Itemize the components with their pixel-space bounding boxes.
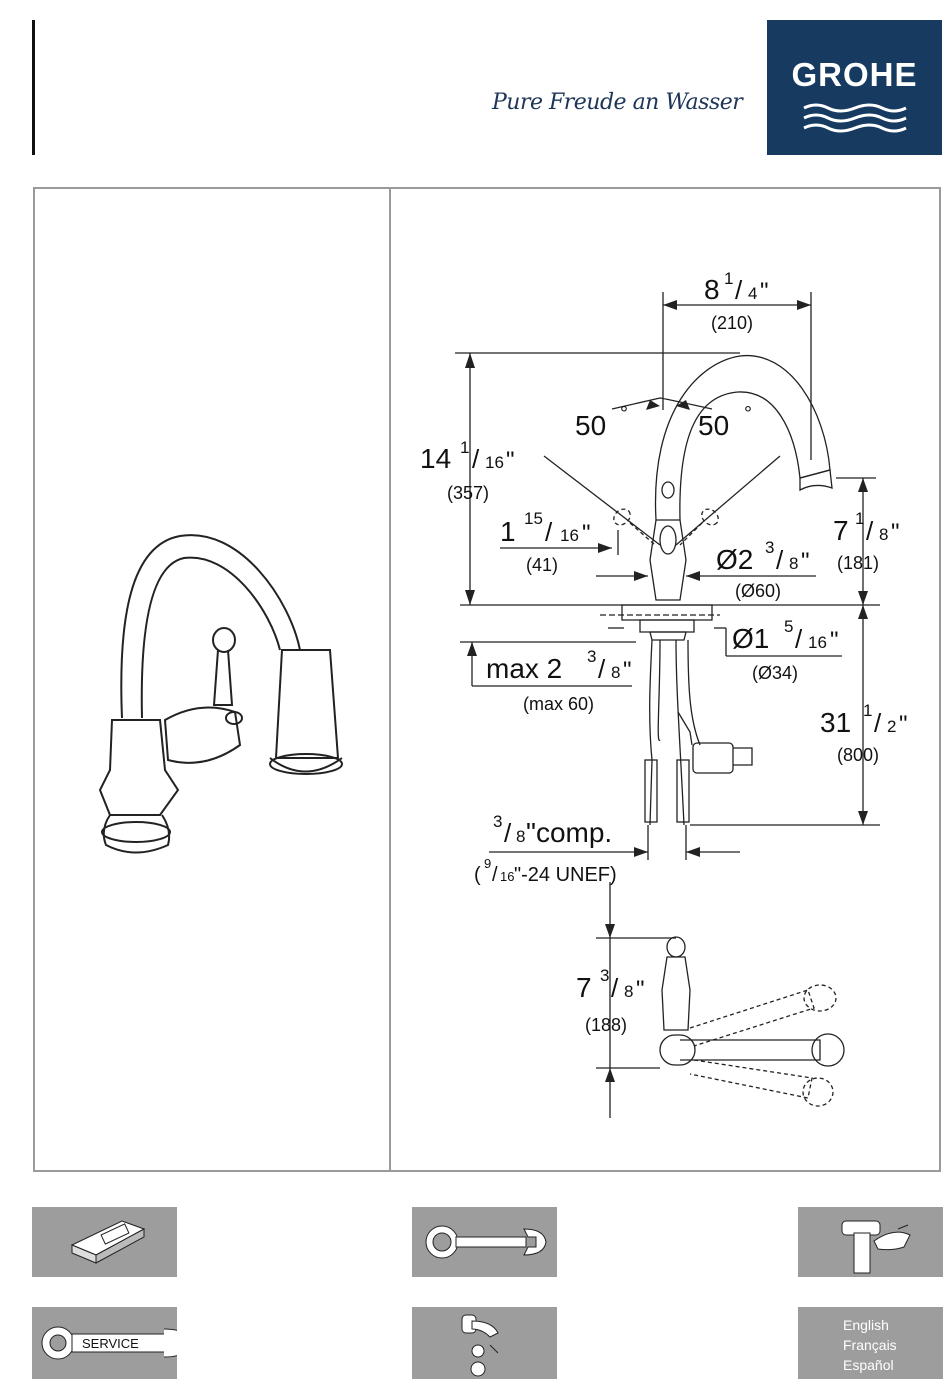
svg-text:/: / xyxy=(472,444,480,474)
hose-length-metric: (800) xyxy=(837,745,879,765)
svg-text:8: 8 xyxy=(879,525,888,544)
svg-text:": " xyxy=(899,711,908,738)
language-panel[interactable]: English Français Español xyxy=(798,1307,943,1379)
spare-parts-icon xyxy=(412,1307,557,1379)
svg-text:15: 15 xyxy=(524,509,543,528)
svg-text:": " xyxy=(636,976,645,1003)
svg-text:8: 8 xyxy=(789,554,798,573)
language-english[interactable]: English xyxy=(798,1315,943,1335)
cleaning-icon xyxy=(798,1207,943,1277)
wrench-icon xyxy=(412,1207,557,1277)
package-icon xyxy=(32,1207,177,1277)
panel-spare-parts[interactable] xyxy=(412,1307,557,1379)
service-wrench-icon: SERVICE xyxy=(32,1307,177,1379)
spout-height-main: 7 xyxy=(833,515,849,546)
connection-thread: "-24 UNEF) xyxy=(514,864,617,886)
svg-text:/: / xyxy=(874,708,882,738)
spout-height-metric: (181) xyxy=(837,553,879,573)
svg-text:16: 16 xyxy=(808,633,827,652)
svg-text:16: 16 xyxy=(560,526,579,545)
height-metric: (357) xyxy=(447,483,489,503)
angle-right: 50 xyxy=(698,410,729,441)
svg-text:": " xyxy=(801,548,810,575)
svg-text:16: 16 xyxy=(485,453,504,472)
svg-text:/: / xyxy=(492,864,498,886)
width-den: 4 xyxy=(748,284,757,303)
hose-length-main: 31 xyxy=(820,707,851,738)
svg-text:": " xyxy=(760,278,769,305)
svg-text:1: 1 xyxy=(863,701,872,720)
svg-text:(: ( xyxy=(474,864,481,886)
panel-installation[interactable] xyxy=(412,1207,557,1277)
hole-diameter-metric: (Ø34) xyxy=(752,663,798,683)
deck-thickness-metric: (max 60) xyxy=(523,694,594,714)
hole-diameter-main: Ø1 xyxy=(732,623,769,654)
offset-main: 1 xyxy=(500,516,516,547)
svg-text:": " xyxy=(891,519,900,546)
handle-height-main: 7 xyxy=(576,972,592,1003)
language-spanish[interactable]: Español xyxy=(798,1355,943,1375)
svg-text:5: 5 xyxy=(784,617,793,636)
angle-left: 50 xyxy=(575,410,606,441)
panel-package[interactable] xyxy=(32,1207,177,1277)
svg-text:3: 3 xyxy=(600,966,609,985)
svg-text:": " xyxy=(830,627,839,654)
svg-text:/: / xyxy=(611,973,619,1003)
language-french[interactable]: Français xyxy=(798,1335,943,1355)
svg-text:1: 1 xyxy=(460,438,469,457)
width-metric: (210) xyxy=(711,313,753,333)
svg-text:/: / xyxy=(866,516,874,546)
width-num: 1 xyxy=(724,269,733,288)
svg-text:/: / xyxy=(795,624,803,654)
svg-text:/: / xyxy=(735,275,743,305)
handle-height-metric: (188) xyxy=(585,1015,627,1035)
svg-text:3: 3 xyxy=(765,538,774,557)
height-main: 14 xyxy=(420,443,451,474)
base-diameter-metric: (Ø60) xyxy=(735,581,781,601)
svg-text:": " xyxy=(623,657,632,684)
connection-num: 3 xyxy=(493,812,502,831)
svg-text:8: 8 xyxy=(624,982,633,1001)
offset-metric: (41) xyxy=(526,555,558,575)
svg-text:°: ° xyxy=(620,403,628,425)
svg-text:16: 16 xyxy=(500,869,514,884)
panel-service[interactable]: SERVICE xyxy=(32,1307,177,1379)
svg-text:2: 2 xyxy=(887,717,896,736)
svg-text:/: / xyxy=(776,545,784,575)
service-label: SERVICE xyxy=(82,1336,139,1351)
svg-text:°: ° xyxy=(744,403,752,425)
svg-text:8: 8 xyxy=(611,663,620,682)
connection-suffix: "comp. xyxy=(526,817,612,848)
svg-text:/: / xyxy=(545,517,553,547)
width-main: 8 xyxy=(704,274,720,305)
svg-text:1: 1 xyxy=(855,509,864,528)
svg-text:8: 8 xyxy=(516,827,525,846)
svg-text:9: 9 xyxy=(484,856,491,871)
base-diameter-main: Ø2 xyxy=(716,544,753,575)
deck-thickness-main: max 2 xyxy=(486,653,562,684)
panel-cleaning[interactable] xyxy=(798,1207,943,1277)
svg-text:/: / xyxy=(598,654,606,684)
svg-text:/: / xyxy=(504,818,512,848)
svg-text:": " xyxy=(582,520,591,547)
svg-text:3: 3 xyxy=(587,647,596,666)
svg-text:": " xyxy=(506,447,515,474)
